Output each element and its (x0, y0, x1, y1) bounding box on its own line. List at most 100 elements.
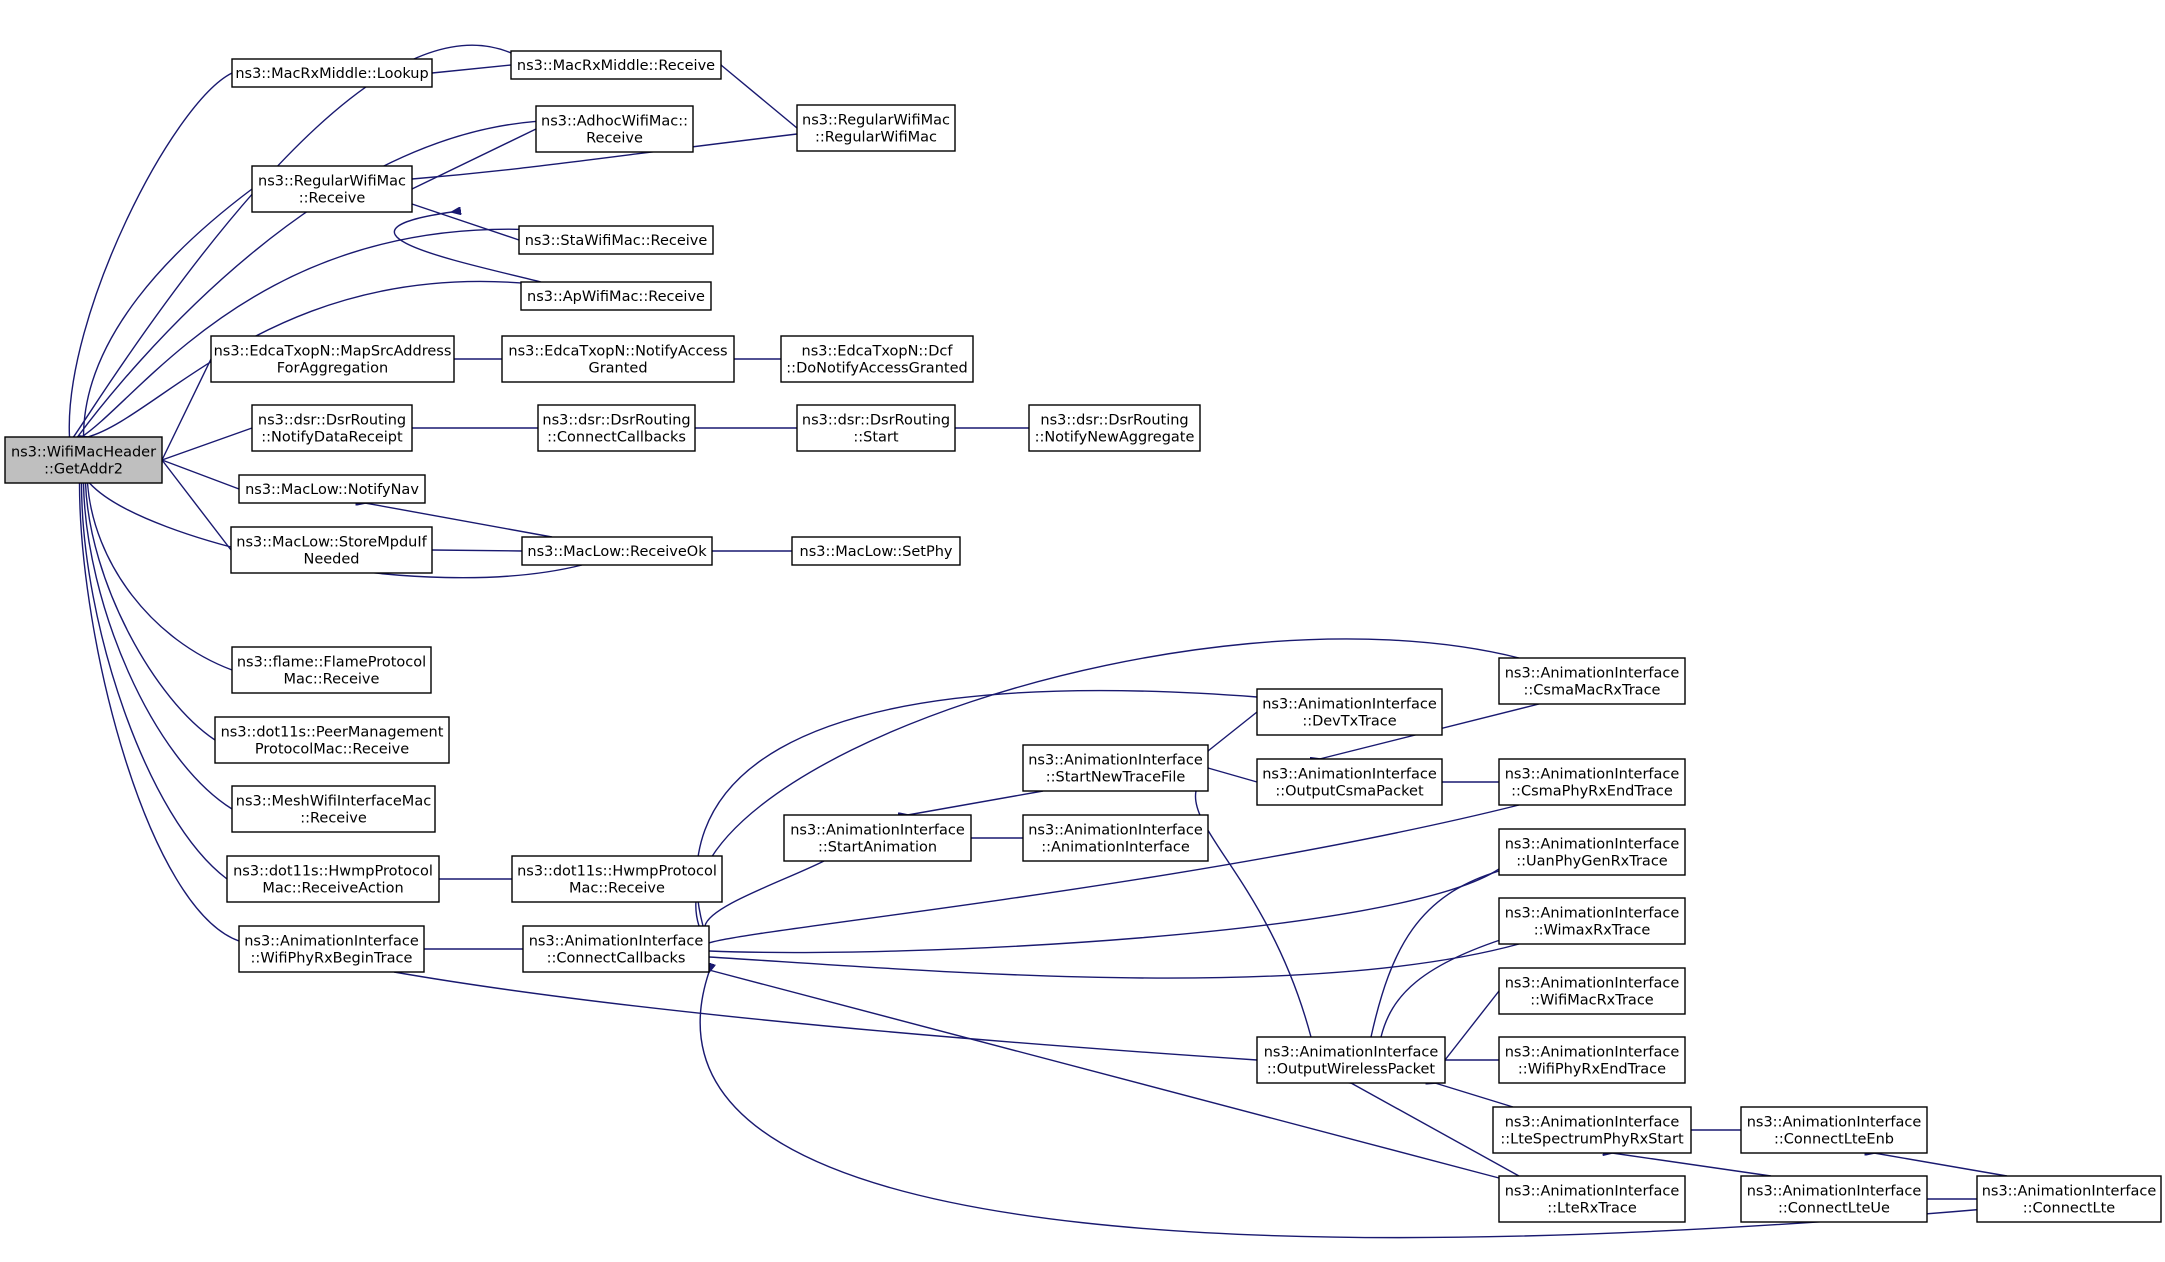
node-label-line: ns3::AnimationInterface (1505, 1115, 1680, 1131)
node-label-line: ::Receive (300, 811, 367, 827)
node-label-line: ns3::AnimationInterface (790, 823, 965, 839)
node-label-line: ::WifiPhyRxBeginTrace (251, 951, 413, 967)
node-label-line: ::WimaxRxTrace (1534, 923, 1651, 939)
node-box (1256, 688, 1443, 736)
edge-anim_connectue-to-anim_ltespec (1612, 1153, 1772, 1177)
node-label-line: ns3::MacLow::StoreMpduIf (236, 535, 427, 551)
node-anim-wifimac[interactable]: ns3::AnimationInterface::WifiMacRxTrace (1498, 967, 1686, 1015)
edge-anim_outcsma-to-anim_newtrace (1208, 768, 1258, 783)
edge-anim_connectlte-to-anim_connectenb (1874, 1153, 2008, 1177)
node-anim-wimax[interactable]: ns3::AnimationInterface::WimaxRxTrace (1498, 897, 1686, 945)
node-label-line: ProtocolMac::Receive (255, 742, 409, 758)
node-anim-ctor[interactable]: ns3::AnimationInterface::AnimationInterf… (1022, 814, 1209, 862)
edge-anim_devtx-to-anim_connect (695, 689, 1258, 926)
node-label-line: ns3::MacLow::ReceiveOk (527, 544, 707, 560)
node-anim-wifiphyend[interactable]: ns3::AnimationInterface::WifiPhyRxEndTra… (1498, 1036, 1686, 1084)
edge-regular_regular-to-regular_receive (412, 133, 798, 179)
node-label-line: ::StartNewTraceFile (1046, 770, 1186, 786)
node-anim-lterx[interactable]: ns3::AnimationInterface::LteRxTrace (1498, 1175, 1686, 1223)
node-label-line: ::Start (853, 430, 899, 446)
node-box (231, 646, 432, 694)
node-label-line: ::ConnectLteUe (1778, 1201, 1890, 1217)
edge-anim_newtrace-to-anim_start (908, 790, 1044, 815)
node-dsr-notifydata[interactable]: ns3::dsr::DsrRouting::NotifyDataReceipt (251, 404, 413, 452)
node-anim-uan[interactable]: ns3::AnimationInterface::UanPhyGenRxTrac… (1498, 828, 1686, 876)
node-box (1028, 404, 1201, 452)
node-label-line: ns3::dsr::DsrRouting (802, 413, 950, 429)
edge-adhoc_receive-to-root (78, 120, 577, 437)
node-anim-devtx[interactable]: ns3::AnimationInterface::DevTxTrace (1256, 688, 1443, 736)
node-label-line: ::RegularWifiMac (815, 130, 937, 146)
node-box (231, 785, 436, 833)
node-anim-connectue[interactable]: ns3::AnimationInterface::ConnectLteUe (1740, 1175, 1928, 1223)
node-label-line: Mac::Receive (284, 672, 380, 688)
node-wifi-phy-begin[interactable]: ns3::AnimationInterface::WifiPhyRxBeginT… (238, 925, 425, 973)
node-maclow-setphy[interactable]: ns3::MacLow::SetPhy (791, 536, 961, 566)
node-label-line: ::CsmaPhyRxEndTrace (1511, 784, 1673, 800)
node-box (510, 50, 722, 80)
node-anim-connectlte[interactable]: ns3::AnimationInterface::ConnectLte (1976, 1175, 2162, 1223)
node-box (1498, 1175, 1686, 1223)
node-dsr-newagg[interactable]: ns3::dsr::DsrRouting::NotifyNewAggregate (1028, 404, 1201, 452)
node-label-line: Receive (586, 131, 643, 147)
node-dsr-start[interactable]: ns3::dsr::DsrRouting::Start (796, 404, 956, 452)
node-label-line: ns3::AnimationInterface (244, 934, 419, 950)
node-anim-outwireless[interactable]: ns3::AnimationInterface::OutputWirelessP… (1256, 1036, 1446, 1084)
node-box (1498, 897, 1686, 945)
node-box (1256, 758, 1443, 806)
node-label-line: ns3::AnimationInterface (1747, 1115, 1922, 1131)
node-label-line: ns3::EdcaTxopN::Dcf (802, 344, 954, 360)
node-box (1740, 1175, 1928, 1223)
node-peer[interactable]: ns3::dot11s::PeerManagementProtocolMac::… (214, 716, 450, 764)
node-regular-receive[interactable]: ns3::RegularWifiMac::Receive (251, 165, 413, 213)
node-anim-csmamac[interactable]: ns3::AnimationInterface::CsmaMacRxTrace (1498, 657, 1686, 705)
node-anim-start[interactable]: ns3::AnimationInterface::StartAnimation (783, 814, 972, 862)
node-label-line: ns3::dot11s::HwmpProtocol (517, 864, 717, 880)
node-anim-ltespec[interactable]: ns3::AnimationInterface::LteSpectrumPhyR… (1492, 1106, 1692, 1154)
node-maclow-nav[interactable]: ns3::MacLow::NotifyNav (238, 474, 426, 504)
node-anim-csmaphy[interactable]: ns3::AnimationInterface::CsmaPhyRxEndTra… (1498, 758, 1686, 806)
nodes-layer: ns3::WifiMacHeader::GetAddr2 ns3::MacRxMi… (4, 50, 2162, 1223)
node-label-line: ns3::AnimationInterface (1028, 753, 1203, 769)
node-hwmp-action[interactable]: ns3::dot11s::HwmpProtocolMac::ReceiveAct… (226, 855, 440, 903)
node-label-line: ns3::AnimationInterface (1505, 767, 1680, 783)
edge-anim_wifimac-to-anim_outwireless (1445, 990, 1500, 1060)
node-edca-notify[interactable]: ns3::EdcaTxopN::NotifyAccessGranted (501, 335, 735, 383)
node-label-line: ::WifiPhyRxEndTrace (1518, 1062, 1666, 1078)
node-rxmid-receive[interactable]: ns3::MacRxMiddle::Receive (510, 50, 722, 80)
node-sta-receive[interactable]: ns3::StaWifiMac::Receive (518, 225, 714, 255)
node-anim-connectenb[interactable]: ns3::AnimationInterface::ConnectLteEnb (1740, 1106, 1928, 1154)
node-root[interactable]: ns3::WifiMacHeader::GetAddr2 (4, 436, 163, 484)
node-label-line: ::StartAnimation (818, 840, 937, 856)
edge-maclow_recvok-to-maclow_nav (365, 503, 553, 538)
node-anim-outcsma[interactable]: ns3::AnimationInterface::OutputCsmaPacke… (1256, 758, 1443, 806)
node-box (520, 281, 712, 311)
node-adhoc-receive[interactable]: ns3::AdhocWifiMac::Receive (535, 105, 694, 153)
edge-edca_map-to-root (162, 358, 212, 460)
node-label-line: ns3::MacRxMiddle::Lookup (235, 66, 428, 82)
node-box (214, 716, 450, 764)
node-mesh[interactable]: ns3::MeshWifiInterfaceMac::Receive (231, 785, 436, 833)
node-edca-map[interactable]: ns3::EdcaTxopN::MapSrcAddressForAggregat… (210, 335, 455, 383)
edge-dsr_notifydata-to-root (162, 427, 253, 460)
node-regular-regular[interactable]: ns3::RegularWifiMac::RegularWifiMac (796, 104, 956, 152)
node-label-line: ns3::ApWifiMac::Receive (527, 289, 705, 305)
node-dsr-connect[interactable]: ns3::dsr::DsrRouting::ConnectCallbacks (537, 404, 696, 452)
edge-maclow_store-to-root (162, 460, 232, 551)
node-box (238, 925, 425, 973)
edge-anim_wimax-to-anim_connect (709, 943, 1520, 979)
node-box (1492, 1106, 1692, 1154)
node-anim-newtrace[interactable]: ns3::AnimationInterface::StartNewTraceFi… (1022, 744, 1209, 792)
node-edca-dcf[interactable]: ns3::EdcaTxopN::Dcf::DoNotifyAccessGrant… (780, 335, 974, 383)
node-label-line: ns3::AdhocWifiMac:: (541, 114, 688, 130)
node-lookup[interactable]: ns3::MacRxMiddle::Lookup (231, 58, 433, 88)
node-label-line: ::LteSpectrumPhyRxStart (1500, 1132, 1684, 1148)
node-label-line: ns3::AnimationInterface (1747, 1184, 1922, 1200)
node-ap-receive[interactable]: ns3::ApWifiMac::Receive (520, 281, 712, 311)
node-anim-connect[interactable]: ns3::AnimationInterface::ConnectCallback… (522, 925, 710, 973)
node-maclow-recvok[interactable]: ns3::MacLow::ReceiveOk (521, 536, 713, 566)
node-label-line: ns3::AnimationInterface (1262, 767, 1437, 783)
